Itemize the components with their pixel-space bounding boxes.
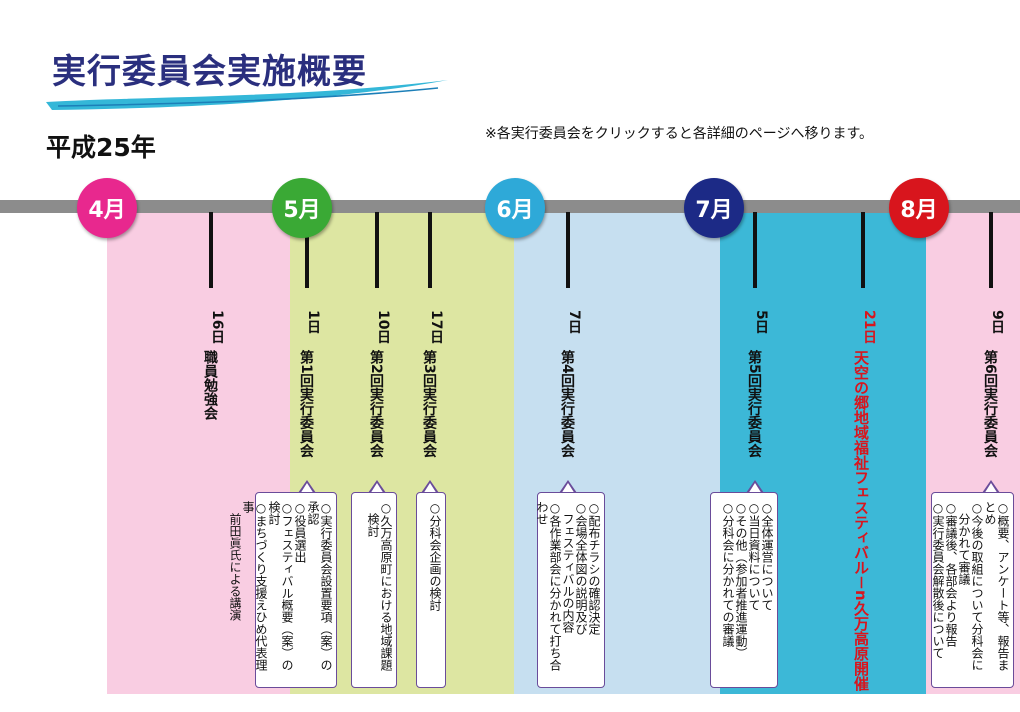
event-committee-1-link[interactable]: 第1回実行委員会: [298, 350, 314, 458]
event-staff-study: 職員勉強会: [202, 350, 218, 420]
detail-line: ○実行委員会解散後について: [931, 501, 945, 659]
detail-line: ○まちづくり支援えひめ代表理事: [241, 501, 268, 671]
detail-line: ○久万高原町における地域課題: [379, 501, 393, 671]
detail-line: フェスティバルの内容: [561, 501, 575, 633]
detail-line: ○今後の取組について分科会に: [970, 501, 984, 671]
page-title: 実行委員会実施概要: [52, 52, 367, 92]
year-label: 平成25年: [46, 133, 156, 162]
tick-9: [989, 212, 993, 288]
detail-line: ○フェスティバル概要（案）の検討: [267, 501, 294, 671]
day-label: 21日: [861, 310, 877, 344]
detail-line: 分かれて審議: [957, 501, 971, 585]
event-committee-5-link[interactable]: 第5回実行委員会: [746, 350, 762, 458]
tick-16: [209, 212, 213, 288]
callout-arrow-inner: [984, 483, 998, 494]
tick-7: [566, 212, 570, 288]
details-box-committee-2: ○久万高原町における地域課題 検討: [351, 492, 397, 688]
event-festival: 天空の郷地域福祉フェスティバル－n久万高原開催: [852, 350, 870, 691]
detail-line: ○分科会に分かれての審議: [721, 501, 735, 647]
tick-10: [375, 212, 379, 288]
callout-arrow-inner: [748, 483, 762, 494]
details-box-committee-4: ○配布チラシの確認決定 ○会場全体図の説明及び フェスティバルの内容 ○各作業部…: [535, 492, 605, 688]
event-committee-3-link[interactable]: 第3回実行委員会: [421, 350, 437, 458]
callout-arrow-inner: [370, 483, 384, 494]
day-label: 17日: [428, 310, 444, 344]
event-committee-2-link[interactable]: 第2回実行委員会: [368, 350, 384, 458]
detail-line: ○当日資料について: [747, 501, 761, 611]
detail-line: ○役員選出: [293, 501, 307, 563]
event-committee-4-link[interactable]: 第4回実行委員会: [559, 350, 575, 458]
details-box-committee-6: ○概要、アンケート等、報告まとめ ○今後の取組について分科会に 分かれて審議 ○…: [931, 492, 1014, 688]
details-box-committee-5: ○全体運営について ○当日資料について ○その他（参加者推進運動） ○分科会に分…: [710, 492, 778, 688]
detail-line: ○全体運営について: [760, 501, 774, 611]
day-label: 9日: [989, 310, 1005, 334]
detail-line: ○各作業部会に分かれて打ち合わせ: [535, 501, 562, 671]
title-swoosh: [46, 80, 448, 110]
month-april: 4月: [77, 178, 137, 238]
day-label: 1日: [305, 310, 321, 334]
tick-21: [861, 212, 865, 288]
instruction-note: ※各実行委員会をクリックすると各詳細のページへ移ります。: [485, 126, 874, 142]
detail-line: ○配布チラシの確認決定: [587, 501, 601, 635]
month-july: 7月: [684, 178, 744, 238]
event-committee-6-link[interactable]: 第6回実行委員会: [982, 350, 998, 458]
detail-line: ○分科会企画の検討: [428, 501, 442, 611]
month-august: 8月: [889, 178, 949, 238]
day-label: 10日: [375, 310, 391, 344]
day-label: 7日: [566, 310, 582, 334]
month-june: 6月: [485, 178, 545, 238]
details-box-committee-3: ○分科会企画の検討: [416, 492, 446, 688]
detail-line: ○実行委員会設置要項（案）の承認: [306, 501, 333, 671]
detail-line: ○その他（参加者推進運動）: [734, 501, 748, 659]
callout-arrow-inner: [423, 483, 437, 494]
detail-line: 検討: [366, 501, 380, 537]
tick-5: [753, 212, 757, 288]
day-label: 5日: [753, 310, 769, 334]
callout-arrow-inner: [300, 483, 314, 494]
detail-line: 前田眞氏による講演: [228, 501, 242, 621]
month-may: 5月: [272, 178, 332, 238]
detail-line: ○審議後、各部会より報告: [944, 501, 958, 647]
detail-line: ○概要、アンケート等、報告まとめ: [983, 501, 1010, 671]
day-label: 16日: [209, 310, 225, 344]
details-box-committee-1: ○実行委員会設置要項（案）の承認 ○役員選出 ○フェスティバル概要（案）の検討 …: [228, 492, 337, 688]
tick-17: [428, 212, 432, 288]
tick-1: [305, 212, 309, 288]
detail-line: ○会場全体図の説明及び: [574, 501, 588, 635]
callout-arrow-inner: [561, 483, 575, 494]
